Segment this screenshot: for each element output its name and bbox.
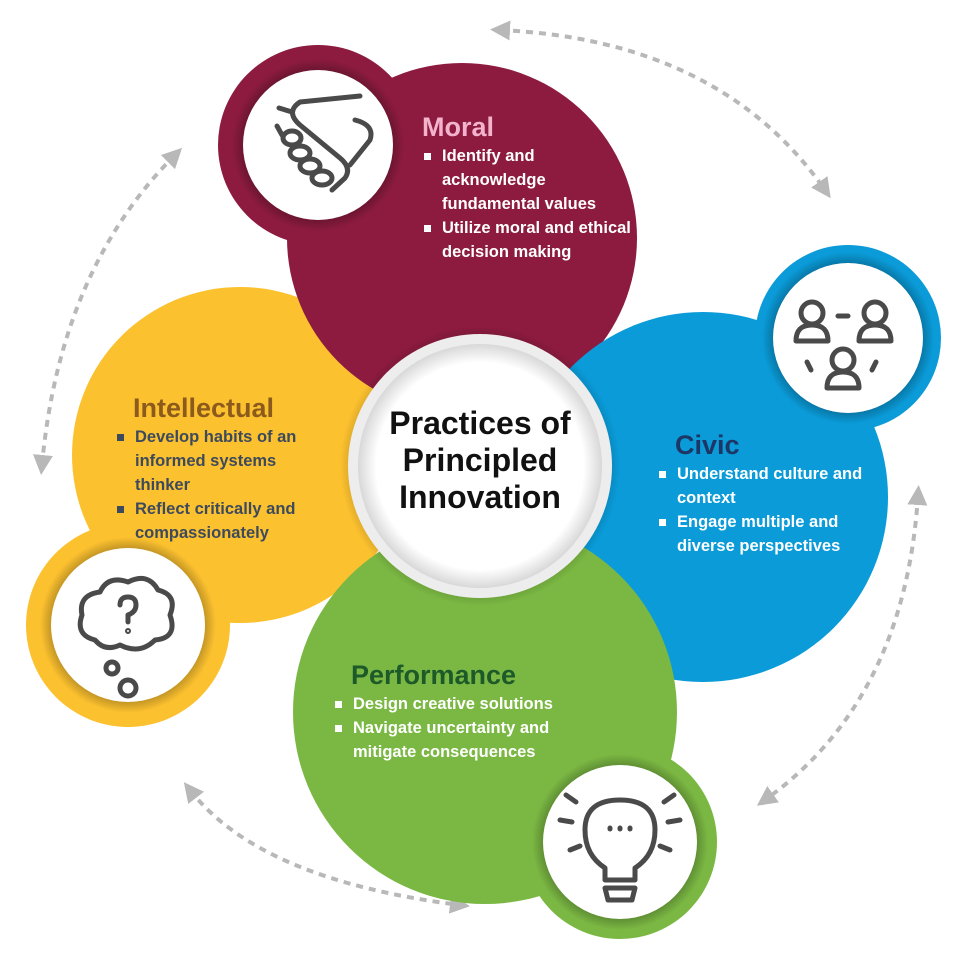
intellectual-icon-circle	[51, 548, 205, 702]
intellectual-bullet: Reflect critically and compassionately	[115, 497, 325, 545]
lightbulb-icon	[557, 792, 683, 903]
thought-bubble-question-icon	[77, 575, 175, 699]
civic-bullet: Understand culture and context	[657, 462, 872, 510]
moral-title: Moral	[422, 112, 495, 142]
performance-title: Performance	[351, 660, 517, 690]
center-title-line: Principled	[402, 442, 558, 478]
center-title-line: Innovation	[399, 479, 561, 515]
civic-title: Civic	[675, 430, 740, 460]
performance-section: Performance Design creative solutions Na…	[333, 660, 583, 764]
moral-bullet: Identify and acknowledge fundamental val…	[422, 144, 637, 216]
performance-bullet: Navigate uncertainty and mitigate conseq…	[333, 716, 583, 764]
moral-icon-circle	[243, 70, 393, 220]
handshake-icon	[274, 93, 374, 193]
center-circle	[358, 344, 602, 588]
moral-section: Moral Identify and acknowledge fundament…	[422, 112, 637, 264]
civic-section: Civic Understand culture and context Eng…	[657, 430, 872, 558]
arrow-civic-performance	[756, 485, 928, 806]
arrow-moral-civic	[490, 20, 831, 199]
arrow-performance-intellectual	[183, 782, 470, 914]
intellectual-section: Intellectual Develop habits of an inform…	[115, 393, 325, 545]
performance-icon-circle	[543, 765, 697, 919]
cycle-arrows	[32, 20, 928, 914]
center-title-line: Practices of	[389, 405, 571, 441]
performance-bullet: Design creative solutions	[333, 692, 583, 716]
intellectual-bullet: Develop habits of an informed systems th…	[115, 425, 325, 497]
moral-bullet: Utilize moral and ethical decision makin…	[422, 216, 637, 264]
intellectual-title: Intellectual	[133, 393, 275, 423]
arrow-intellectual-moral	[32, 147, 183, 475]
people-group-icon	[793, 299, 894, 391]
center-title: Practices of Principled Innovation	[345, 405, 615, 516]
civic-bullet: Engage multiple and diverse perspectives	[657, 510, 872, 558]
